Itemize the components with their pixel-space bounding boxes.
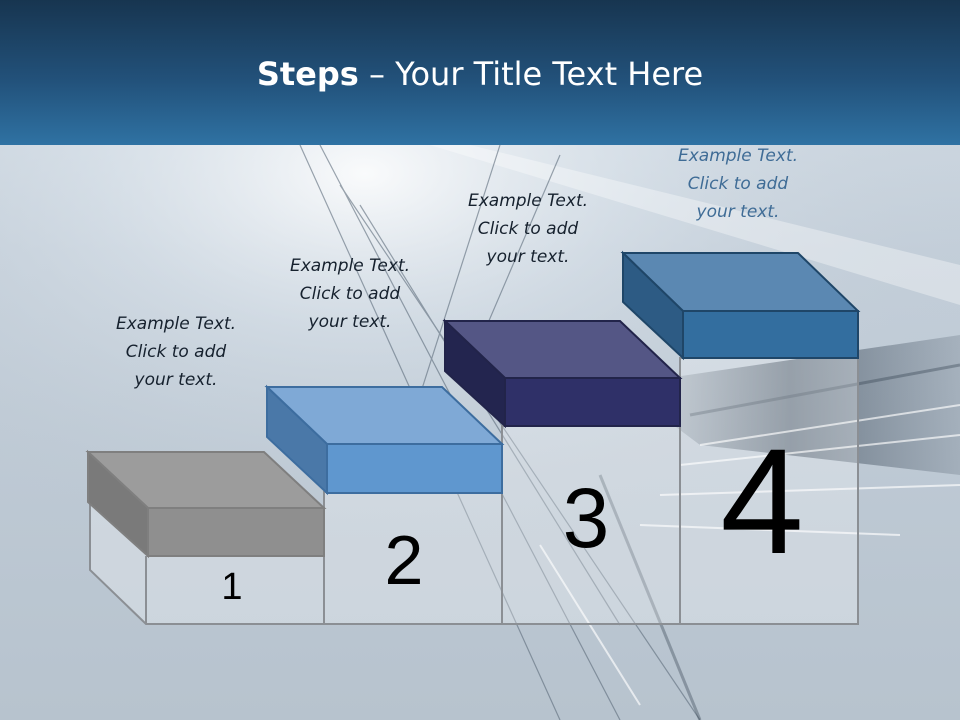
step-1-caption-line: your text. — [134, 370, 218, 390]
step-1-number: 1 — [221, 566, 243, 608]
step-3-number: 3 — [562, 471, 610, 565]
step-2-caption-line: your text. — [308, 312, 392, 332]
slide-title[interactable]: Steps – Your Title Text Here — [0, 55, 960, 93]
step-1-caption[interactable]: Example Text. Click to add your text. — [86, 310, 266, 394]
step-4-caption-line: Example Text. — [677, 146, 799, 166]
step-4-base — [679, 357, 859, 625]
step-4-caption-line: your text. — [696, 202, 780, 222]
step-4-number: 4 — [720, 417, 804, 585]
step-2-block[interactable] — [264, 384, 505, 496]
step-1-caption-line: Click to add — [125, 342, 227, 362]
step-2-number: 2 — [384, 521, 424, 599]
step-4-block[interactable] — [620, 250, 861, 361]
title-bar — [0, 0, 960, 145]
step-4-caption-line: Click to add — [687, 174, 789, 194]
step-3-caption-line: Example Text. — [467, 191, 589, 211]
title-bold: Steps — [256, 55, 359, 93]
title-rest: – Your Title Text Here — [358, 55, 704, 93]
step-4-caption[interactable]: Example Text. Click to add your text. — [648, 142, 828, 226]
step-3-block[interactable] — [442, 318, 683, 429]
step-1-block[interactable] — [85, 449, 327, 559]
step-3-caption-line: your text. — [486, 247, 570, 267]
step-2-caption[interactable]: Example Text. Click to add your text. — [260, 252, 440, 336]
step-3-caption-line: Click to add — [477, 219, 579, 239]
step-2-caption-line: Click to add — [299, 284, 401, 304]
step-2-caption-line: Example Text. — [289, 256, 411, 276]
step-1-caption-line: Example Text. — [115, 314, 237, 334]
step-3-caption[interactable]: Example Text. Click to add your text. — [438, 187, 618, 271]
